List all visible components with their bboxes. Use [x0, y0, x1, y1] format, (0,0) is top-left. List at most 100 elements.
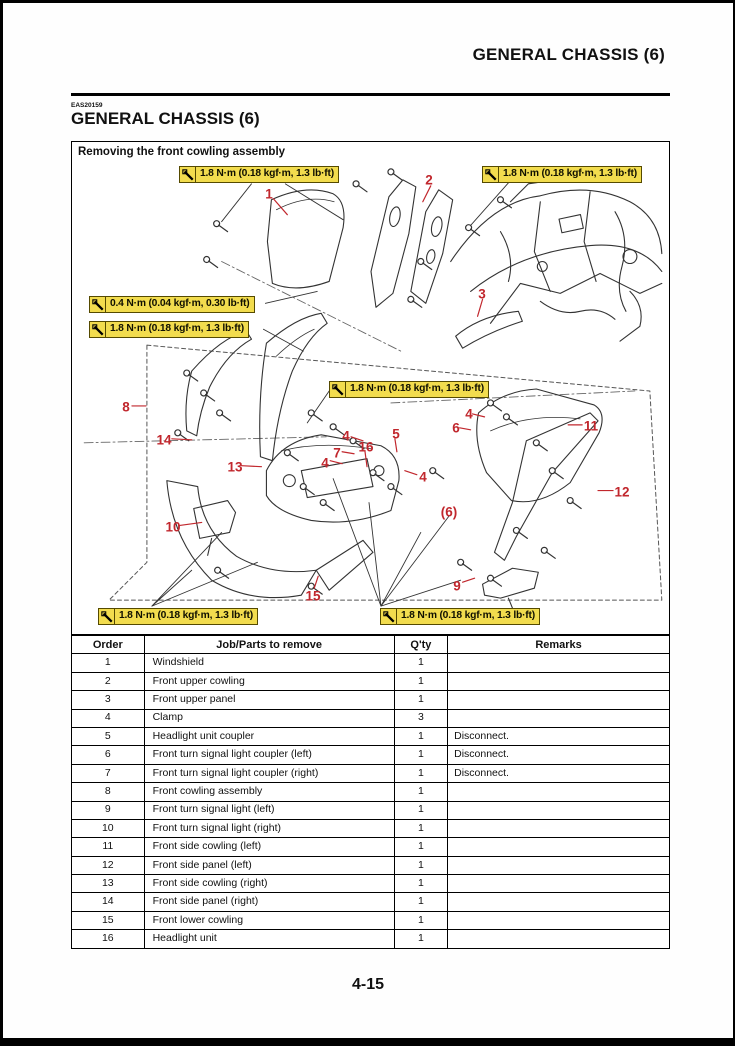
exploded-view-figure: Removing the front cowling assembly 1.8 …	[71, 141, 670, 635]
wrench-icon	[99, 609, 115, 624]
cell-order: 3	[71, 690, 145, 710]
cell-order: 11	[71, 837, 145, 857]
callout-16: 16	[358, 439, 374, 455]
cell-qty: 1	[393, 653, 449, 673]
torque-label-top-left: 1.8 N·m (0.18 kgf·m, 1.3 lb·ft)	[179, 166, 339, 183]
cell-remarks	[447, 874, 670, 894]
torque-label-bottom-left: 1.8 N·m (0.18 kgf·m, 1.3 lb·ft)	[98, 608, 258, 625]
callout-4-b: 4	[321, 455, 329, 471]
page-number: 4-15	[351, 976, 385, 993]
callout-11: 11	[583, 418, 599, 434]
cell-qty: 3	[393, 708, 449, 728]
cell-remarks	[447, 837, 670, 857]
cell-qty: 1	[393, 800, 449, 820]
cell-qty: 1	[393, 745, 449, 765]
wrench-icon	[180, 167, 196, 182]
exploded-diagram-art	[83, 168, 663, 609]
cell-remarks	[447, 855, 670, 876]
wrench-icon	[483, 167, 499, 182]
callout-2: 2	[425, 172, 433, 188]
wrench-icon	[381, 609, 397, 624]
callout-4-d: 4	[465, 406, 473, 422]
callout-15: 15	[305, 588, 321, 604]
callout-5: 5	[392, 426, 400, 442]
callout-12: 12	[614, 484, 630, 500]
cell-part: Front turn signal light (left)	[143, 800, 395, 820]
header-rule	[71, 93, 670, 96]
wrench-icon	[90, 322, 106, 337]
torque-label-center: 1.8 N·m (0.18 kgf·m, 1.3 lb·ft)	[329, 381, 489, 398]
cell-remarks: Disconnect.	[447, 726, 670, 747]
callout-4-c: 4	[419, 469, 427, 485]
torque-text: 1.8 N·m (0.18 kgf·m, 1.3 lb·ft)	[350, 383, 484, 394]
callout-8: 8	[122, 399, 130, 415]
cell-qty: 1	[393, 855, 449, 876]
cell-remarks	[447, 818, 670, 839]
cell-order: 8	[71, 782, 145, 802]
cell-qty: 1	[393, 690, 449, 710]
cell-remarks	[447, 929, 670, 949]
torque-text: 1.8 N·m (0.18 kgf·m, 1.3 lb·ft)	[110, 323, 244, 334]
section-code: EAS20159	[71, 102, 103, 109]
wrench-icon	[330, 382, 346, 397]
cell-part: Windshield	[143, 653, 395, 673]
cell-order: 16	[71, 929, 145, 949]
callout-6-paren: (6)	[440, 504, 458, 520]
torque-text: 0.4 N·m (0.04 kgf·m, 0.30 lb·ft)	[110, 298, 250, 309]
table-header-row: Order Job/Parts to remove Q'ty Remarks	[71, 634, 670, 655]
cell-part: Front lower cowling	[143, 910, 395, 931]
cell-part: Front side panel (left)	[143, 855, 395, 876]
cell-order: 10	[71, 818, 145, 839]
parts-table: Order Job/Parts to remove Q'ty Remarks 1…	[71, 634, 670, 949]
callout-7: 7	[333, 445, 341, 461]
cell-remarks	[447, 782, 670, 802]
cell-part: Headlight unit	[143, 929, 395, 949]
cell-remarks	[447, 708, 670, 728]
cell-order: 1	[71, 653, 145, 673]
cell-qty: 1	[393, 782, 449, 802]
callout-6: 6	[452, 420, 460, 436]
cell-remarks	[447, 690, 670, 710]
col-header-parts: Job/Parts to remove	[143, 634, 395, 655]
cell-part: Front turn signal light coupler (right)	[143, 763, 395, 784]
cell-part: Front turn signal light (right)	[143, 818, 395, 839]
torque-text: 1.8 N·m (0.18 kgf·m, 1.3 lb·ft)	[119, 610, 253, 621]
cell-qty: 1	[393, 671, 449, 692]
cell-remarks: Disconnect.	[447, 763, 670, 784]
col-header-qty: Q'ty	[393, 634, 449, 655]
cell-qty: 1	[393, 929, 449, 949]
cell-qty: 1	[393, 837, 449, 857]
cell-part: Front turn signal light coupler (left)	[143, 745, 395, 765]
torque-label-top-right: 1.8 N·m (0.18 kgf·m, 1.3 lb·ft)	[482, 166, 642, 183]
cell-remarks	[447, 653, 670, 673]
torque-label-left-lower: 1.8 N·m (0.18 kgf·m, 1.3 lb·ft)	[89, 321, 249, 338]
cell-part: Front side cowling (left)	[143, 837, 395, 857]
cell-remarks	[447, 671, 670, 692]
callout-3: 3	[478, 286, 486, 302]
cell-qty: 1	[393, 874, 449, 894]
col-header-remarks: Remarks	[447, 634, 670, 655]
callout-1: 1	[265, 186, 273, 202]
cell-order: 12	[71, 855, 145, 876]
cell-part: Clamp	[143, 708, 395, 728]
cell-order: 9	[71, 800, 145, 820]
callout-4-a: 4	[342, 428, 350, 444]
torque-text: 1.8 N·m (0.18 kgf·m, 1.3 lb·ft)	[503, 168, 637, 179]
torque-label-left-upper: 0.4 N·m (0.04 kgf·m, 0.30 lb·ft)	[89, 296, 255, 313]
cell-qty: 1	[393, 763, 449, 784]
cell-part: Headlight unit coupler	[143, 726, 395, 747]
callout-10: 10	[165, 519, 181, 535]
cell-order: 5	[71, 726, 145, 747]
